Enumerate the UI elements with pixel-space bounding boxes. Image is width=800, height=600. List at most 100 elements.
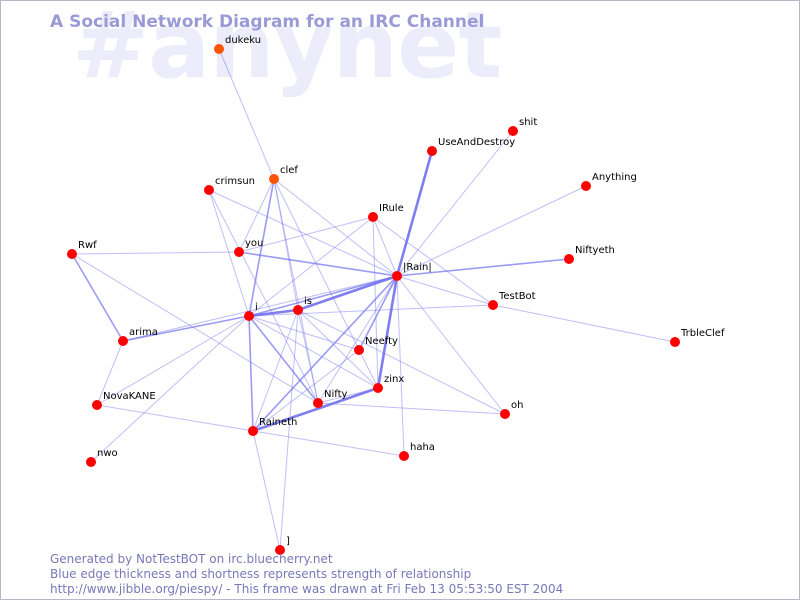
- edge-clef-is: [273, 178, 299, 311]
- node-raineth: Raineth: [248, 417, 297, 436]
- edge-rwf-arima: [71, 253, 124, 342]
- node-label-i: i: [255, 302, 258, 313]
- node-dot-haha: [399, 451, 409, 461]
- node-label-niftyeth: Niftyeth: [575, 245, 615, 256]
- node-dot-shit: [508, 126, 518, 136]
- node-label-novakane: NovaKANE: [103, 391, 156, 402]
- diagram-title: A Social Network Diagram for an IRC Chan…: [50, 12, 485, 32]
- edge-i-raineth: [248, 315, 254, 432]
- edge-zinx-raineth: [252, 386, 379, 433]
- node-dot-trbleclef: [670, 337, 680, 347]
- footer-source-timestamp: http://www.jibble.org/piespy/ - This fra…: [50, 582, 564, 596]
- node-label-testbot: TestBot: [498, 291, 536, 302]
- node-label-dukeku: dukeku: [225, 35, 261, 46]
- node-dot-niftyeth: [564, 254, 574, 264]
- edge-i-neefty: [248, 315, 360, 351]
- node-dot-raineth: [248, 426, 258, 436]
- edge-rain-neefty: [358, 275, 398, 351]
- node-useanddestroy: UseAndDestroy: [427, 137, 515, 156]
- node-crimsun: crimsun: [204, 176, 255, 195]
- node-label-trbleclef: TrbleClef: [680, 328, 725, 339]
- edge-is-bracket: [279, 309, 299, 551]
- node-dot-rain: [392, 271, 402, 281]
- node-dot-arima: [118, 336, 128, 346]
- edge-rain-oh: [396, 275, 506, 415]
- node-dot-oh: [500, 409, 510, 419]
- edge-rain-testbot: [396, 275, 494, 306]
- edge-rain-you: [238, 251, 398, 277]
- node-dot-clef: [269, 174, 279, 184]
- edge-clef-you: [238, 178, 275, 253]
- edge-rain-arima: [122, 275, 398, 342]
- edge-irule-testbot: [372, 216, 494, 306]
- node-dot-nwo: [86, 457, 96, 467]
- node-label-anything: Anything: [592, 172, 637, 183]
- node-label-irule: IRule: [379, 203, 404, 214]
- edge-arima-novakane: [96, 340, 124, 406]
- node-label-arima: arima: [129, 327, 158, 338]
- edge-shit-rain: [396, 130, 514, 277]
- node-label-haha: haha: [410, 442, 435, 453]
- edge-irule-rain: [372, 216, 398, 277]
- edge-rain-raineth: [252, 275, 398, 432]
- node-label-nwo: nwo: [97, 448, 118, 459]
- edge-useanddestroy-rain: [395, 150, 434, 277]
- edge-i-is: [248, 308, 299, 318]
- node-label-rain: |Rain|: [403, 262, 432, 273]
- node-rwf: Rwf: [67, 240, 97, 259]
- edge-rain-i: [248, 275, 398, 317]
- node-label-zinx: zinx: [384, 374, 404, 385]
- edge-dukeku-clef: [218, 48, 275, 180]
- edge-rwf-nifty: [71, 253, 319, 404]
- node-dot-nifty: [313, 398, 323, 408]
- edge-crimsun-nifty: [208, 189, 319, 404]
- edge-i-arima: [122, 315, 250, 342]
- footer-generated-by: Generated by NotTestBOT on irc.bluecherr…: [50, 552, 333, 566]
- node-label-rwf: Rwf: [78, 240, 97, 251]
- node-dot-crimsun: [204, 185, 214, 195]
- node-dot-i: [244, 311, 254, 321]
- edge-clef-nifty: [273, 178, 319, 404]
- edge-is-nifty: [297, 309, 319, 404]
- node-clef: clef: [269, 165, 298, 184]
- edges-layer: [71, 48, 676, 551]
- node-label-shit: shit: [519, 117, 537, 128]
- node-dot-is: [293, 305, 303, 315]
- node-neefty: Neefty: [354, 336, 398, 355]
- node-label-bracket: ]: [286, 536, 290, 547]
- edge-irule-zinx: [372, 216, 379, 389]
- node-irule: IRule: [368, 203, 404, 222]
- node-dot-testbot: [488, 300, 498, 310]
- node-dot-rwf: [67, 249, 77, 259]
- node-dot-useanddestroy: [427, 146, 437, 156]
- edge-rain-niftyeth: [396, 258, 570, 277]
- edge-clef-i: [248, 178, 275, 317]
- node-anything: Anything: [581, 172, 637, 191]
- edge-is-oh: [297, 309, 506, 415]
- edge-i-nwo: [90, 315, 250, 463]
- node-label-oh: oh: [511, 400, 523, 411]
- node-dot-you: [234, 247, 244, 257]
- edge-i-zinx: [248, 315, 379, 389]
- node-rain: |Rain|: [392, 262, 432, 281]
- node-dot-irule: [368, 212, 378, 222]
- node-label-useanddestroy: UseAndDestroy: [438, 137, 515, 148]
- node-label-nifty: Nifty: [324, 389, 348, 400]
- edge-is-raineth: [252, 309, 299, 432]
- node-label-you: you: [245, 238, 263, 249]
- node-haha: haha: [399, 442, 435, 461]
- edge-testbot-trbleclef: [492, 304, 676, 343]
- node-nwo: nwo: [86, 448, 118, 467]
- edge-rwf-you: [71, 251, 240, 255]
- channel-watermark: #anynet: [72, 0, 503, 99]
- node-you: you: [234, 238, 263, 257]
- edge-crimsun-rain: [208, 189, 398, 277]
- edge-is-zinx: [297, 309, 379, 389]
- footer-legend-note: Blue edge thickness and shortness repres…: [50, 567, 472, 581]
- node-dukeku: dukeku: [214, 35, 261, 54]
- node-dot-anything: [581, 181, 591, 191]
- edge-rain-nifty: [317, 275, 398, 404]
- footer: Generated by NotTestBOT on irc.bluecherr…: [50, 552, 563, 597]
- node-zinx: zinx: [373, 374, 404, 393]
